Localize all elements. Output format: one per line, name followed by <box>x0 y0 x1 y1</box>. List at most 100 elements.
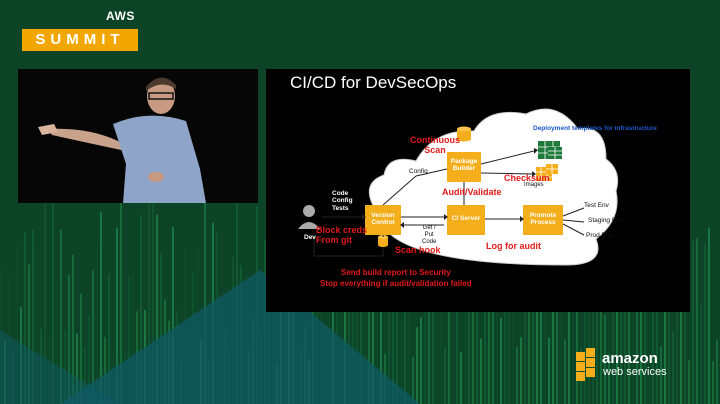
background-stripe <box>444 346 446 404</box>
stop-everything-label: Stop everything if audit/validation fail… <box>320 279 472 288</box>
background-stripe <box>608 353 610 404</box>
background-stripe <box>592 274 594 404</box>
background-stripe <box>644 265 646 404</box>
background-stripe <box>368 233 370 404</box>
background-stripe <box>204 184 206 404</box>
background-stripe <box>76 333 78 404</box>
background-stripe <box>696 237 698 404</box>
background-stripe <box>628 267 630 404</box>
background-stripe <box>392 232 394 404</box>
background-stripe <box>472 283 474 404</box>
background-stripe <box>104 336 106 404</box>
background-stripe <box>72 254 74 404</box>
background-stripe <box>612 294 614 404</box>
background-stripe <box>704 244 706 404</box>
background-stripe <box>460 351 462 404</box>
background-stripe <box>128 276 130 404</box>
background-stripe <box>396 228 398 404</box>
background-stripe <box>544 308 546 404</box>
background-stripe <box>420 317 422 404</box>
version-control-label: Version Control <box>371 212 395 227</box>
background-stripe <box>596 275 598 404</box>
webservices-label: web services <box>603 366 667 378</box>
background-stripe <box>152 178 154 404</box>
scan-hook-label: Scan hook <box>395 245 441 255</box>
summit-label: SUMMIT <box>35 31 125 48</box>
background-stripe <box>428 244 430 404</box>
background-stripe <box>520 337 522 404</box>
background-stripe <box>424 302 426 404</box>
background-stripe <box>524 246 526 404</box>
package-builder-box <box>447 152 481 182</box>
background-stripe <box>500 318 502 404</box>
background-stripe <box>688 360 690 404</box>
continuous-scan-label: Continuous Scan <box>410 135 460 156</box>
background-stripe <box>356 236 358 404</box>
promote-process-box <box>523 205 563 235</box>
background-stripe <box>572 258 574 404</box>
ci-server-box <box>447 205 485 235</box>
background-stripe <box>716 339 718 404</box>
background-stripe <box>52 172 54 404</box>
prod-env-label: Prod Env <box>586 232 613 239</box>
background-stripe <box>56 280 58 404</box>
background-stripe <box>412 356 414 404</box>
background-stripe <box>416 327 418 404</box>
background-stripe <box>116 227 118 404</box>
background-stripe <box>708 227 710 404</box>
background-stripe <box>36 251 38 404</box>
slide-title: CI/CD for DevSecOps <box>290 73 457 92</box>
background-stripe <box>508 287 510 404</box>
scan-database-icon <box>457 126 471 142</box>
background-stripe <box>376 263 378 404</box>
background-stripe <box>28 264 30 404</box>
aws-logo-text: AWS <box>106 9 135 23</box>
background-stripe <box>476 285 478 404</box>
images-label: Images <box>524 182 544 188</box>
background-stripe <box>328 231 330 404</box>
code-config-tests-label: Code Config Tests <box>332 190 353 212</box>
background-stripe <box>636 250 638 404</box>
background-stripe <box>404 301 406 404</box>
background-stripe <box>140 215 142 404</box>
background-stripe <box>172 226 174 404</box>
background-stripe <box>624 271 626 404</box>
background-stripe <box>548 337 550 404</box>
background-stripe <box>120 172 122 404</box>
background-stripe <box>436 295 438 404</box>
background-stripe <box>672 330 674 404</box>
background-stripe <box>160 253 162 404</box>
spreadsheet-icon-2 <box>548 147 562 159</box>
background-stripe <box>652 272 654 404</box>
background-stripe <box>16 246 18 404</box>
background-stripe <box>664 277 666 404</box>
background-stripe <box>344 264 346 404</box>
background-stripe <box>452 283 454 404</box>
checksum-label: Checksum <box>504 173 550 183</box>
background-stripe <box>60 229 62 404</box>
presentation-slide: CI/CD for DevSecOps <box>266 69 690 312</box>
package-builder-label: Package Builder <box>450 158 478 173</box>
background-stripe <box>564 339 566 404</box>
background-stripe <box>84 348 86 404</box>
background-stripe <box>648 363 650 404</box>
get-put-code-label: Get / Put Code <box>422 225 437 245</box>
audit-validate-label: Audit/Validate <box>442 187 502 197</box>
background-stripe <box>156 214 158 404</box>
block-creds-label: Block creds From git <box>316 225 368 246</box>
image-grid-icon <box>536 164 558 181</box>
send-report-label: Send build report to Security <box>341 268 451 277</box>
background-stripe <box>640 246 642 404</box>
background-stripe <box>96 243 98 404</box>
promote-process-label: Promote Process <box>529 212 557 227</box>
background-stripe <box>88 316 90 404</box>
background-stripe <box>712 361 714 404</box>
config-label: Config <box>409 168 428 175</box>
test-env-label: Test Env <box>584 202 609 209</box>
background-stripe <box>660 346 662 404</box>
deployment-templates-label: Deployment templates for infrastructure <box>533 125 657 132</box>
background-stripe <box>400 323 402 404</box>
ci-server-label: CI Server <box>451 215 481 222</box>
background-stripe <box>516 346 518 404</box>
background-stripe <box>488 256 490 404</box>
